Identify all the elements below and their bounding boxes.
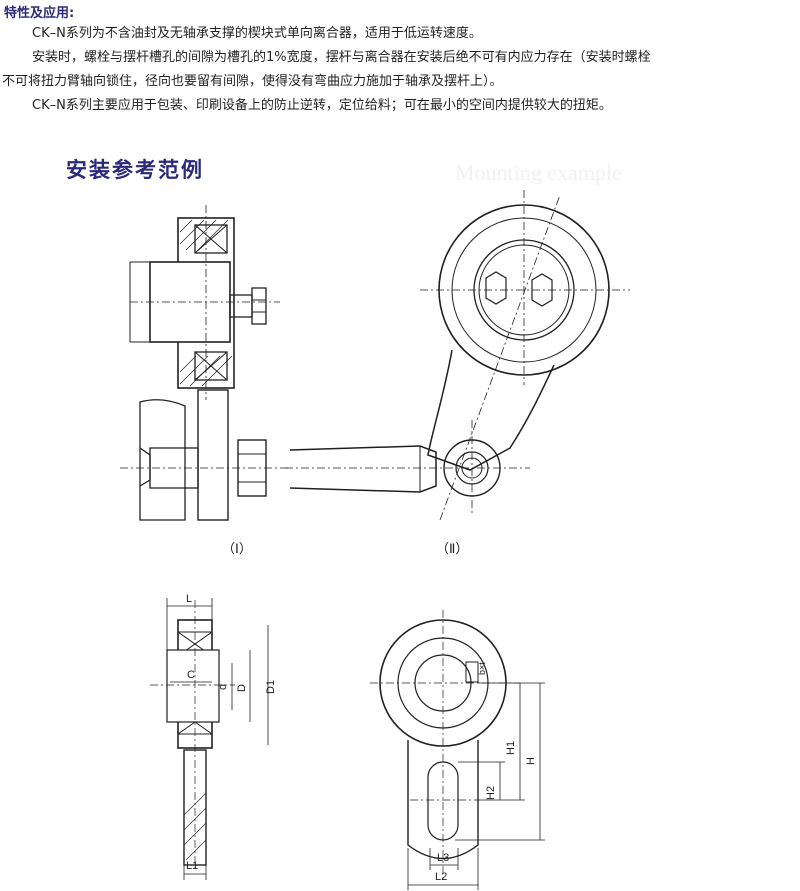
dim-label-D1: D1 <box>265 680 277 694</box>
dim-label-bxt: b×t <box>477 662 487 675</box>
dim-label-D: D <box>236 684 248 692</box>
dim-label-L: L <box>186 593 192 605</box>
dim-label-H2: H2 <box>485 786 497 800</box>
figure-4-drawing: b×t H1 H H2 L3 L2 <box>370 610 545 890</box>
figure-1-drawing <box>120 205 290 521</box>
caption-figure-1: （Ⅰ） <box>222 541 252 556</box>
paragraph-install-2: 不可将扭力臂轴向锁住，径向也要留有间隙，使得没有弯曲应力施加于轴承及摆杆上）。 <box>2 74 503 89</box>
dim-label-L2: L2 <box>435 871 447 883</box>
dim-label-H1: H1 <box>505 741 517 755</box>
dim-label-L3: L3 <box>437 852 449 864</box>
watermark-text: Mounting example <box>455 160 622 185</box>
dim-label-C: C <box>187 669 195 681</box>
heading-features: 特性及应用: <box>4 6 75 21</box>
dim-label-d: d <box>217 684 229 690</box>
caption-figure-2: （Ⅱ） <box>436 541 469 556</box>
figure-3-drawing: L C d D D1 L1 <box>150 593 277 880</box>
dim-label-L1: L1 <box>186 860 198 872</box>
section-title: 安装参考范例 <box>66 158 204 182</box>
paragraph-intro: CK–N系列为不含油封及无轴承支撑的楔块式单向离合器，适用于低运转速度。 <box>32 26 482 41</box>
paragraph-application: CK–N系列主要应用于包装、印刷设备上的防止逆转，定位给料；可在最小的空间内提供… <box>32 98 612 113</box>
paragraph-install-1: 安装时，螺栓与摆杆槽孔的间隙为槽孔的1%宽度，摆杆与离合器在安装后绝不可有内应力… <box>32 50 651 65</box>
dim-label-H: H <box>525 757 537 765</box>
figure-2-drawing <box>285 190 630 521</box>
